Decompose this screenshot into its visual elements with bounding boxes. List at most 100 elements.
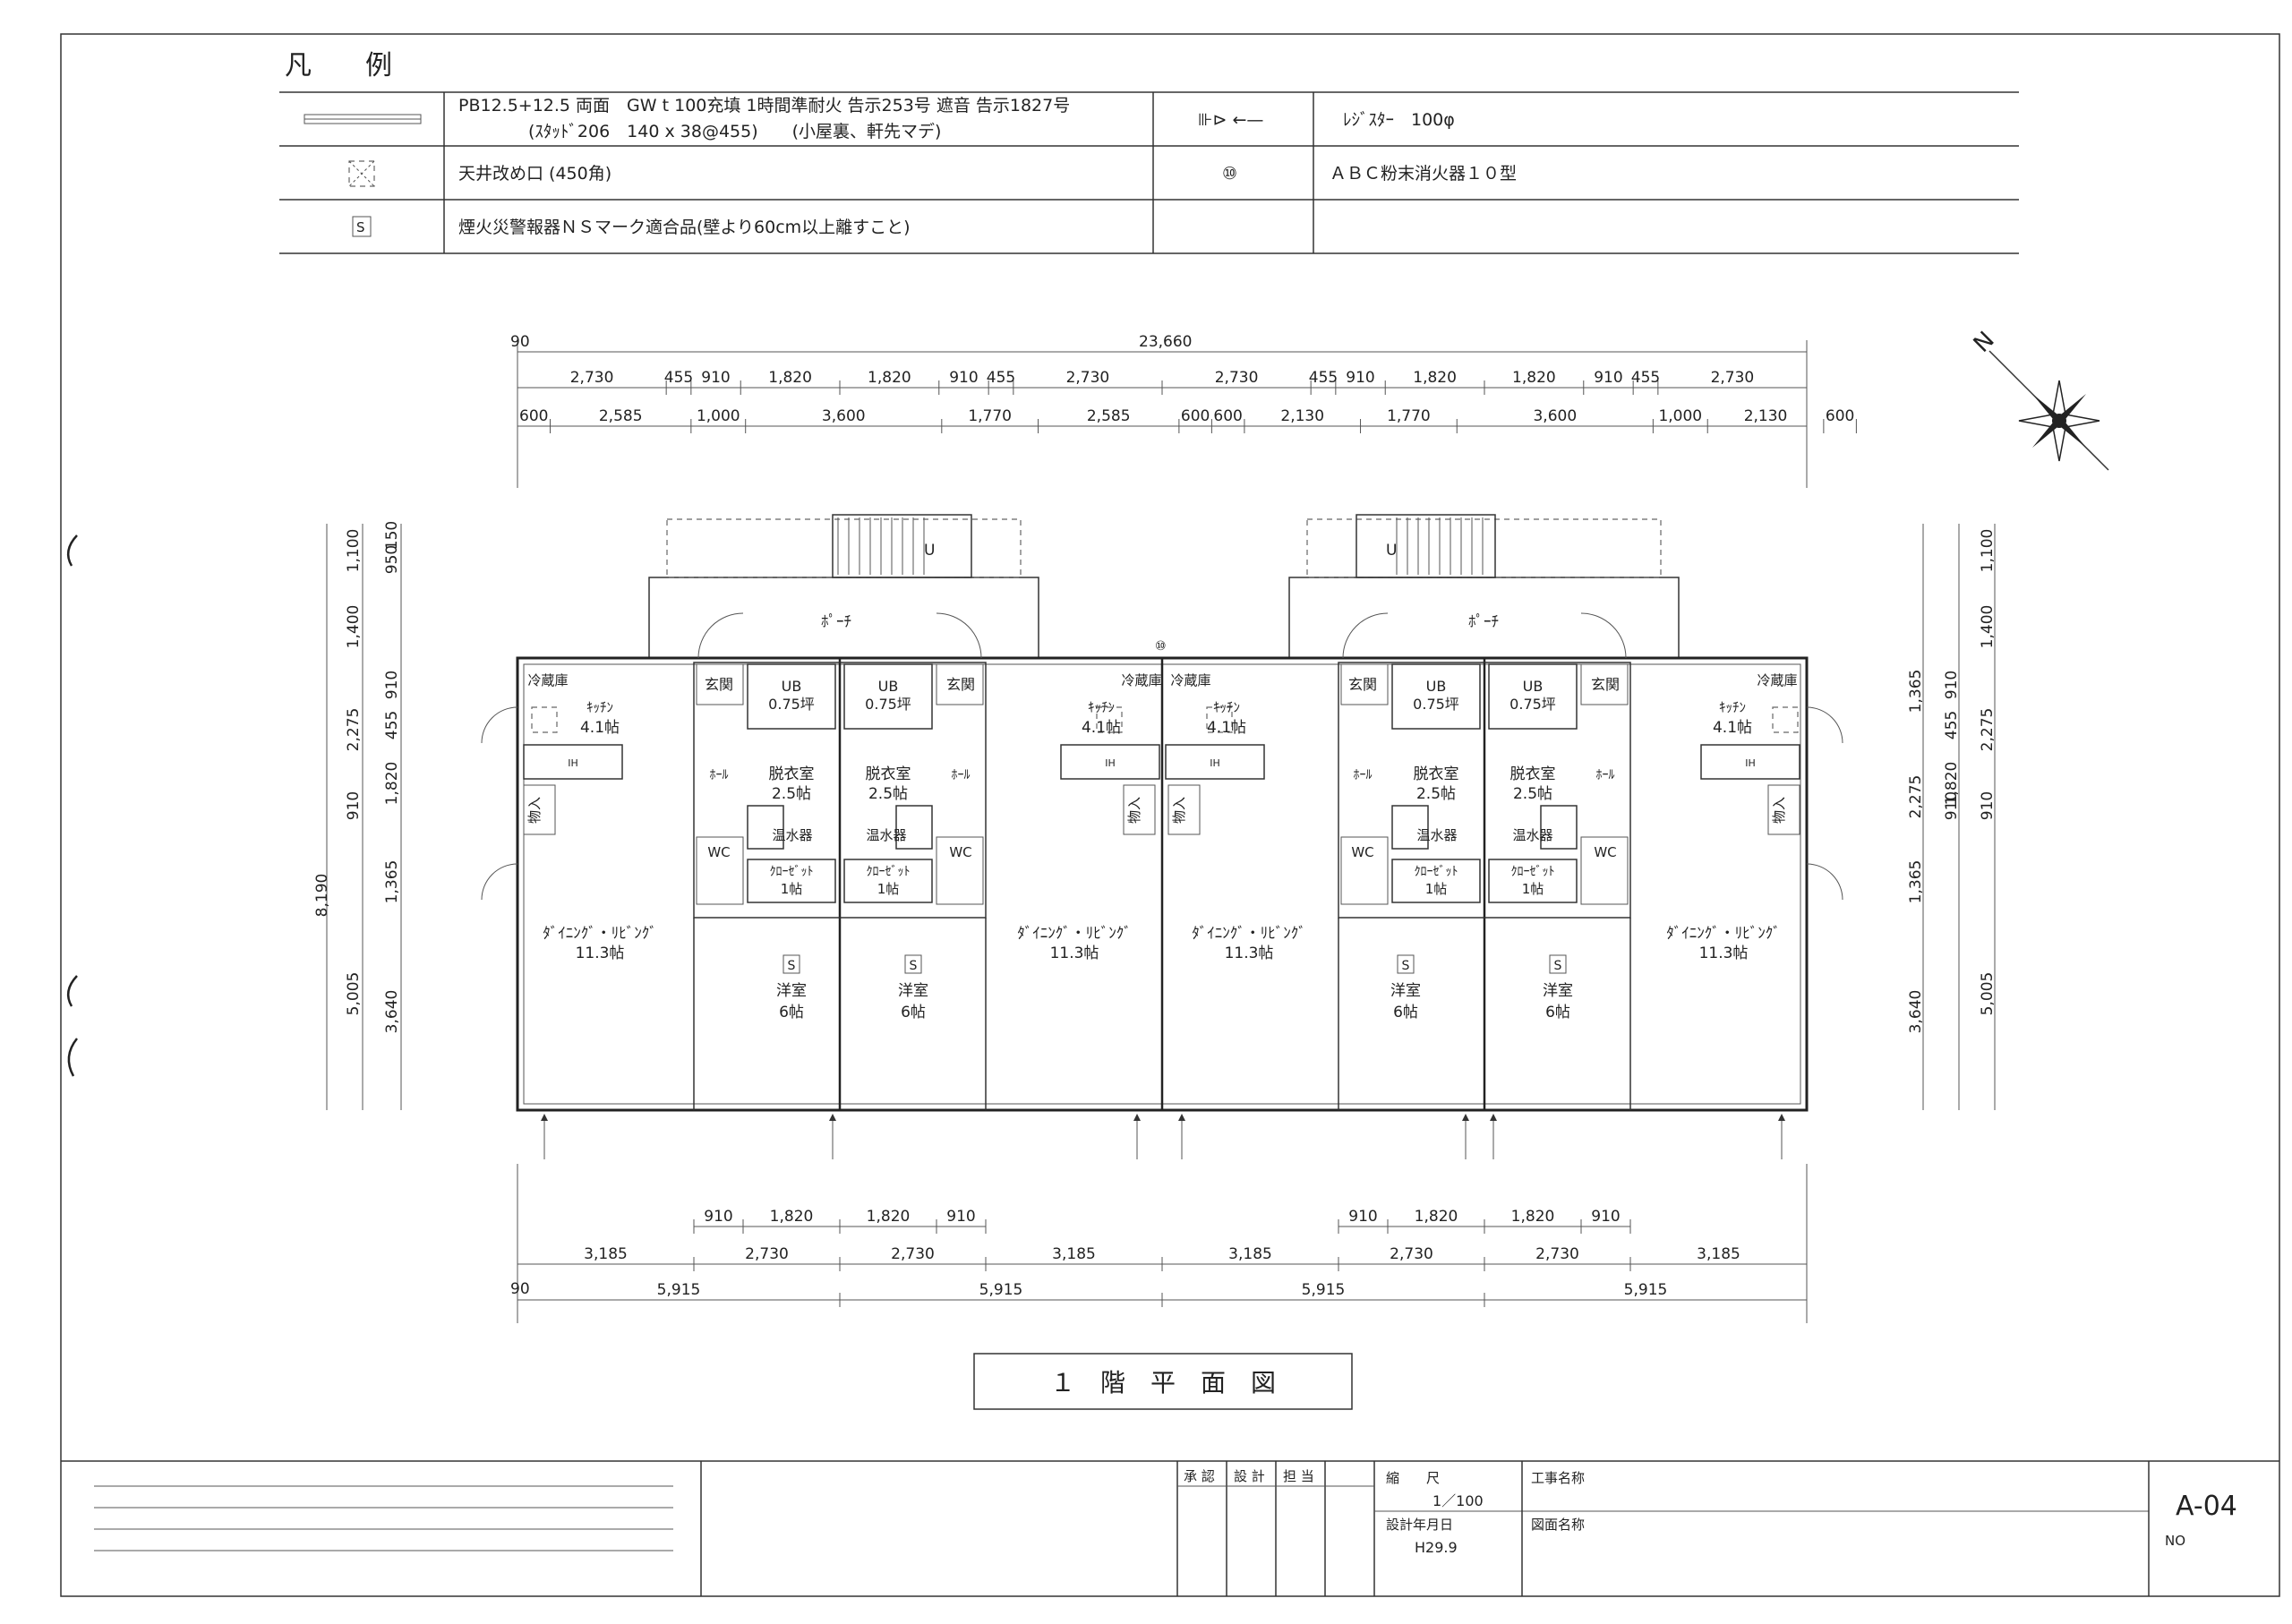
dim-label: 1,820	[868, 369, 911, 387]
dim-label: 1,820	[1943, 762, 1961, 806]
smoke-detector-icon: S	[352, 216, 372, 237]
room-label: UB	[782, 678, 802, 695]
dim-label: 2,130	[1744, 407, 1788, 425]
sheet-number: A-04	[2176, 1491, 2237, 1522]
dim-bottom-edge: 90	[510, 1280, 530, 1298]
room-label: 洋室	[1390, 982, 1421, 1000]
room-label: 0.75坪	[1509, 696, 1556, 713]
dim-label: 1,400	[1979, 605, 1997, 649]
room-label: 11.3帖	[1699, 944, 1749, 962]
svg-text:U: U	[1386, 542, 1397, 560]
room-label: 洋室	[1543, 982, 1573, 1000]
dim-label: 2,730	[1215, 369, 1259, 387]
room-label: ｷｯﾁﾝ	[586, 699, 613, 715]
room-label: IH	[1210, 757, 1220, 769]
dim-label: 3,185	[584, 1245, 628, 1263]
design-date: H29.9	[1415, 1539, 1458, 1556]
room-label: ﾀﾞｲﾆﾝｸﾞ・ﾘﾋﾞﾝｸﾞ	[543, 925, 657, 943]
project-label: 工事名称	[1531, 1470, 1585, 1486]
legend-row2-text: 天井改め口 (450角)	[458, 164, 611, 184]
room-label: 玄関	[946, 676, 975, 693]
punch-marks	[66, 534, 78, 1077]
room-label: 0.75坪	[865, 696, 911, 713]
room-label: ﾎｰﾙ	[1354, 768, 1373, 782]
register-icon: ⊪⊳ ←—	[1198, 110, 1263, 130]
legend-row1-text1: PB12.5+12.5 両面 GW t 100充填 1時間準耐火 告示253号 …	[458, 96, 1070, 115]
room-label: 冷蔵庫	[1170, 672, 1210, 688]
dim-label: 455	[383, 711, 401, 739]
room-label: S	[1554, 959, 1562, 973]
room-label: ｸﾛｰｾﾞｯﾄ	[867, 865, 911, 879]
dim-label: 1,770	[968, 407, 1012, 425]
room-label: ｷｯﾁﾝ	[1719, 699, 1746, 715]
dim-label: 910	[946, 1208, 975, 1226]
legend-table: 凡 例 PB12.5+12.5 両面 GW t 100充填 1時間準耐火 告示2…	[279, 50, 2019, 254]
drawing-title: １ 階 平 面 図	[1050, 1368, 1276, 1397]
room-label: IH	[568, 757, 578, 769]
extinguisher-icon: ⑩	[1222, 164, 1237, 184]
dim-label: 1,820	[770, 1208, 814, 1226]
room-label: ﾀﾞｲﾆﾝｸﾞ・ﾘﾋﾞﾝｸﾞ	[1192, 925, 1306, 943]
porch-right-label: ﾎﾟｰﾁ	[1468, 613, 1499, 631]
stair-right: U	[1356, 514, 1496, 578]
scale-label: 縮 尺	[1386, 1470, 1440, 1486]
room-label: S	[788, 959, 796, 973]
dim-label: 455	[987, 369, 1015, 387]
dim-label: 5,005	[1979, 972, 1997, 1016]
dim-label: 5,915	[1302, 1281, 1346, 1299]
room-label: 玄関	[705, 676, 733, 693]
legend-extinguisher-text: ＡＢＣ粉末消火器１０型	[1330, 164, 1517, 184]
dim-label: 2,275	[1907, 775, 1925, 819]
dim-label: 2,730	[1390, 1245, 1433, 1263]
wall-hatch-icon	[304, 114, 422, 124]
room-label: 6帖	[901, 1004, 926, 1021]
room-label: ｷｯﾁﾝ	[1088, 699, 1115, 715]
dim-label: 1,820	[1413, 369, 1457, 387]
room-label: ｸﾛｰｾﾞｯﾄ	[770, 865, 814, 879]
dim-label: 1,000	[697, 407, 740, 425]
room-label: WC	[949, 844, 971, 860]
dim-label: 5,915	[1624, 1281, 1668, 1299]
svg-text:U: U	[924, 542, 935, 560]
room-label: S	[910, 959, 918, 973]
storage-label: 物入	[1126, 797, 1142, 824]
dim-label: 1,820	[1415, 1208, 1458, 1226]
room-label: 2.5帖	[1416, 785, 1456, 803]
dim-label: 1,000	[1658, 407, 1702, 425]
dim-label: 1,365	[1907, 670, 1925, 714]
room-label: 2.5帖	[868, 785, 908, 803]
dim-label: 455	[1943, 711, 1961, 739]
dim-label: 2,730	[1535, 1245, 1579, 1263]
dim-label: 2,275	[345, 708, 363, 752]
room-label: WC	[1351, 844, 1373, 860]
svg-text:S: S	[356, 219, 365, 235]
dim-label: 910	[1346, 369, 1374, 387]
room-label: 冷蔵庫	[1121, 672, 1161, 688]
room-label: 2.5帖	[1513, 785, 1552, 803]
room-label: S	[1402, 959, 1410, 973]
room-label: 脱衣室	[866, 765, 911, 783]
left-dimensions: 8,190 1,1001,4002,2759105,00515095091045…	[313, 521, 402, 1110]
room-label: 1帖	[1425, 881, 1448, 897]
dim-label: 600	[1181, 407, 1210, 425]
room-label: 4.1帖	[1713, 719, 1752, 737]
design-label: 設 計	[1234, 1468, 1265, 1484]
dim-label: 1,100	[345, 529, 363, 573]
legend-row1-text2: (ｽﾀｯﾄﾞ206 140 x 38@455) (小屋裏、軒先マデ)	[528, 122, 941, 141]
dim-label: 455	[1631, 369, 1660, 387]
dim-label: 2,585	[599, 407, 643, 425]
compass-icon: N	[1969, 327, 2109, 471]
dim-label: 910	[1348, 1208, 1377, 1226]
dim-label: 910	[701, 369, 730, 387]
room-label: 1帖	[1522, 881, 1544, 897]
room-label: 冷蔵庫	[1757, 672, 1797, 688]
dim-label: 1,820	[383, 762, 401, 806]
dim-label: 2,130	[1280, 407, 1324, 425]
dim-label: 600	[1213, 407, 1242, 425]
dim-label: 2,730	[1711, 369, 1755, 387]
room-label: ﾎｰﾙ	[710, 768, 729, 782]
room-label: UB	[1523, 678, 1544, 695]
